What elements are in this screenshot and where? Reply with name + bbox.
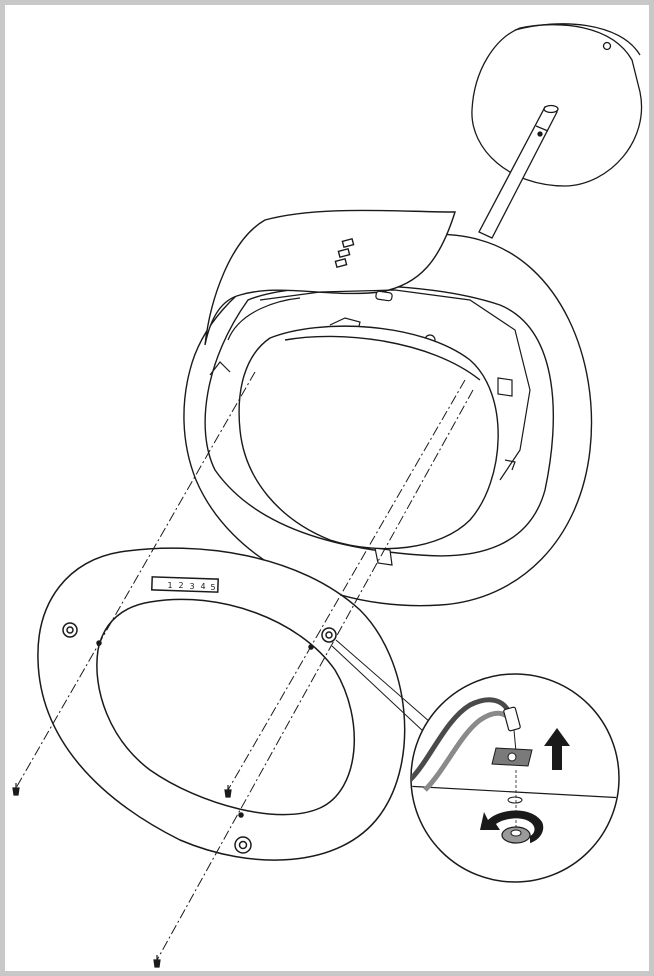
bottom-cover-ring bbox=[37, 547, 406, 861]
screw-icon bbox=[12, 783, 20, 796]
connector-plug bbox=[503, 706, 521, 732]
control-label-4: 4 bbox=[200, 582, 205, 591]
control-label-3: 3 bbox=[189, 582, 194, 591]
power-cable-light bbox=[423, 710, 513, 792]
arrow-up-icon bbox=[544, 728, 570, 770]
screws bbox=[12, 783, 232, 968]
control-label-5: 5 bbox=[210, 583, 215, 592]
ceiling-plate-screw-hole bbox=[602, 41, 612, 51]
suspension-rod bbox=[478, 104, 559, 239]
screw-icon bbox=[224, 785, 232, 798]
alignment-lines bbox=[15, 371, 474, 961]
hood-button-3 bbox=[334, 257, 348, 269]
rotate-arrow-icon bbox=[480, 810, 544, 843]
control-label-2: 2 bbox=[178, 581, 183, 590]
ceiling-plate bbox=[471, 23, 643, 187]
detail-callout-circle bbox=[410, 673, 620, 883]
detail-callout bbox=[410, 673, 620, 883]
power-cable-dark bbox=[412, 697, 513, 782]
hood-button-1 bbox=[341, 237, 355, 249]
control-panel bbox=[151, 576, 219, 593]
screw-icon bbox=[153, 955, 161, 968]
control-panel-labels: 1 2 3 4 5 bbox=[167, 581, 215, 592]
hood-button-2 bbox=[337, 247, 351, 259]
hood-top-flap bbox=[204, 209, 456, 346]
callout-leaders bbox=[331, 639, 431, 733]
control-label-1: 1 bbox=[167, 581, 172, 590]
light-diffuser bbox=[238, 325, 499, 550]
